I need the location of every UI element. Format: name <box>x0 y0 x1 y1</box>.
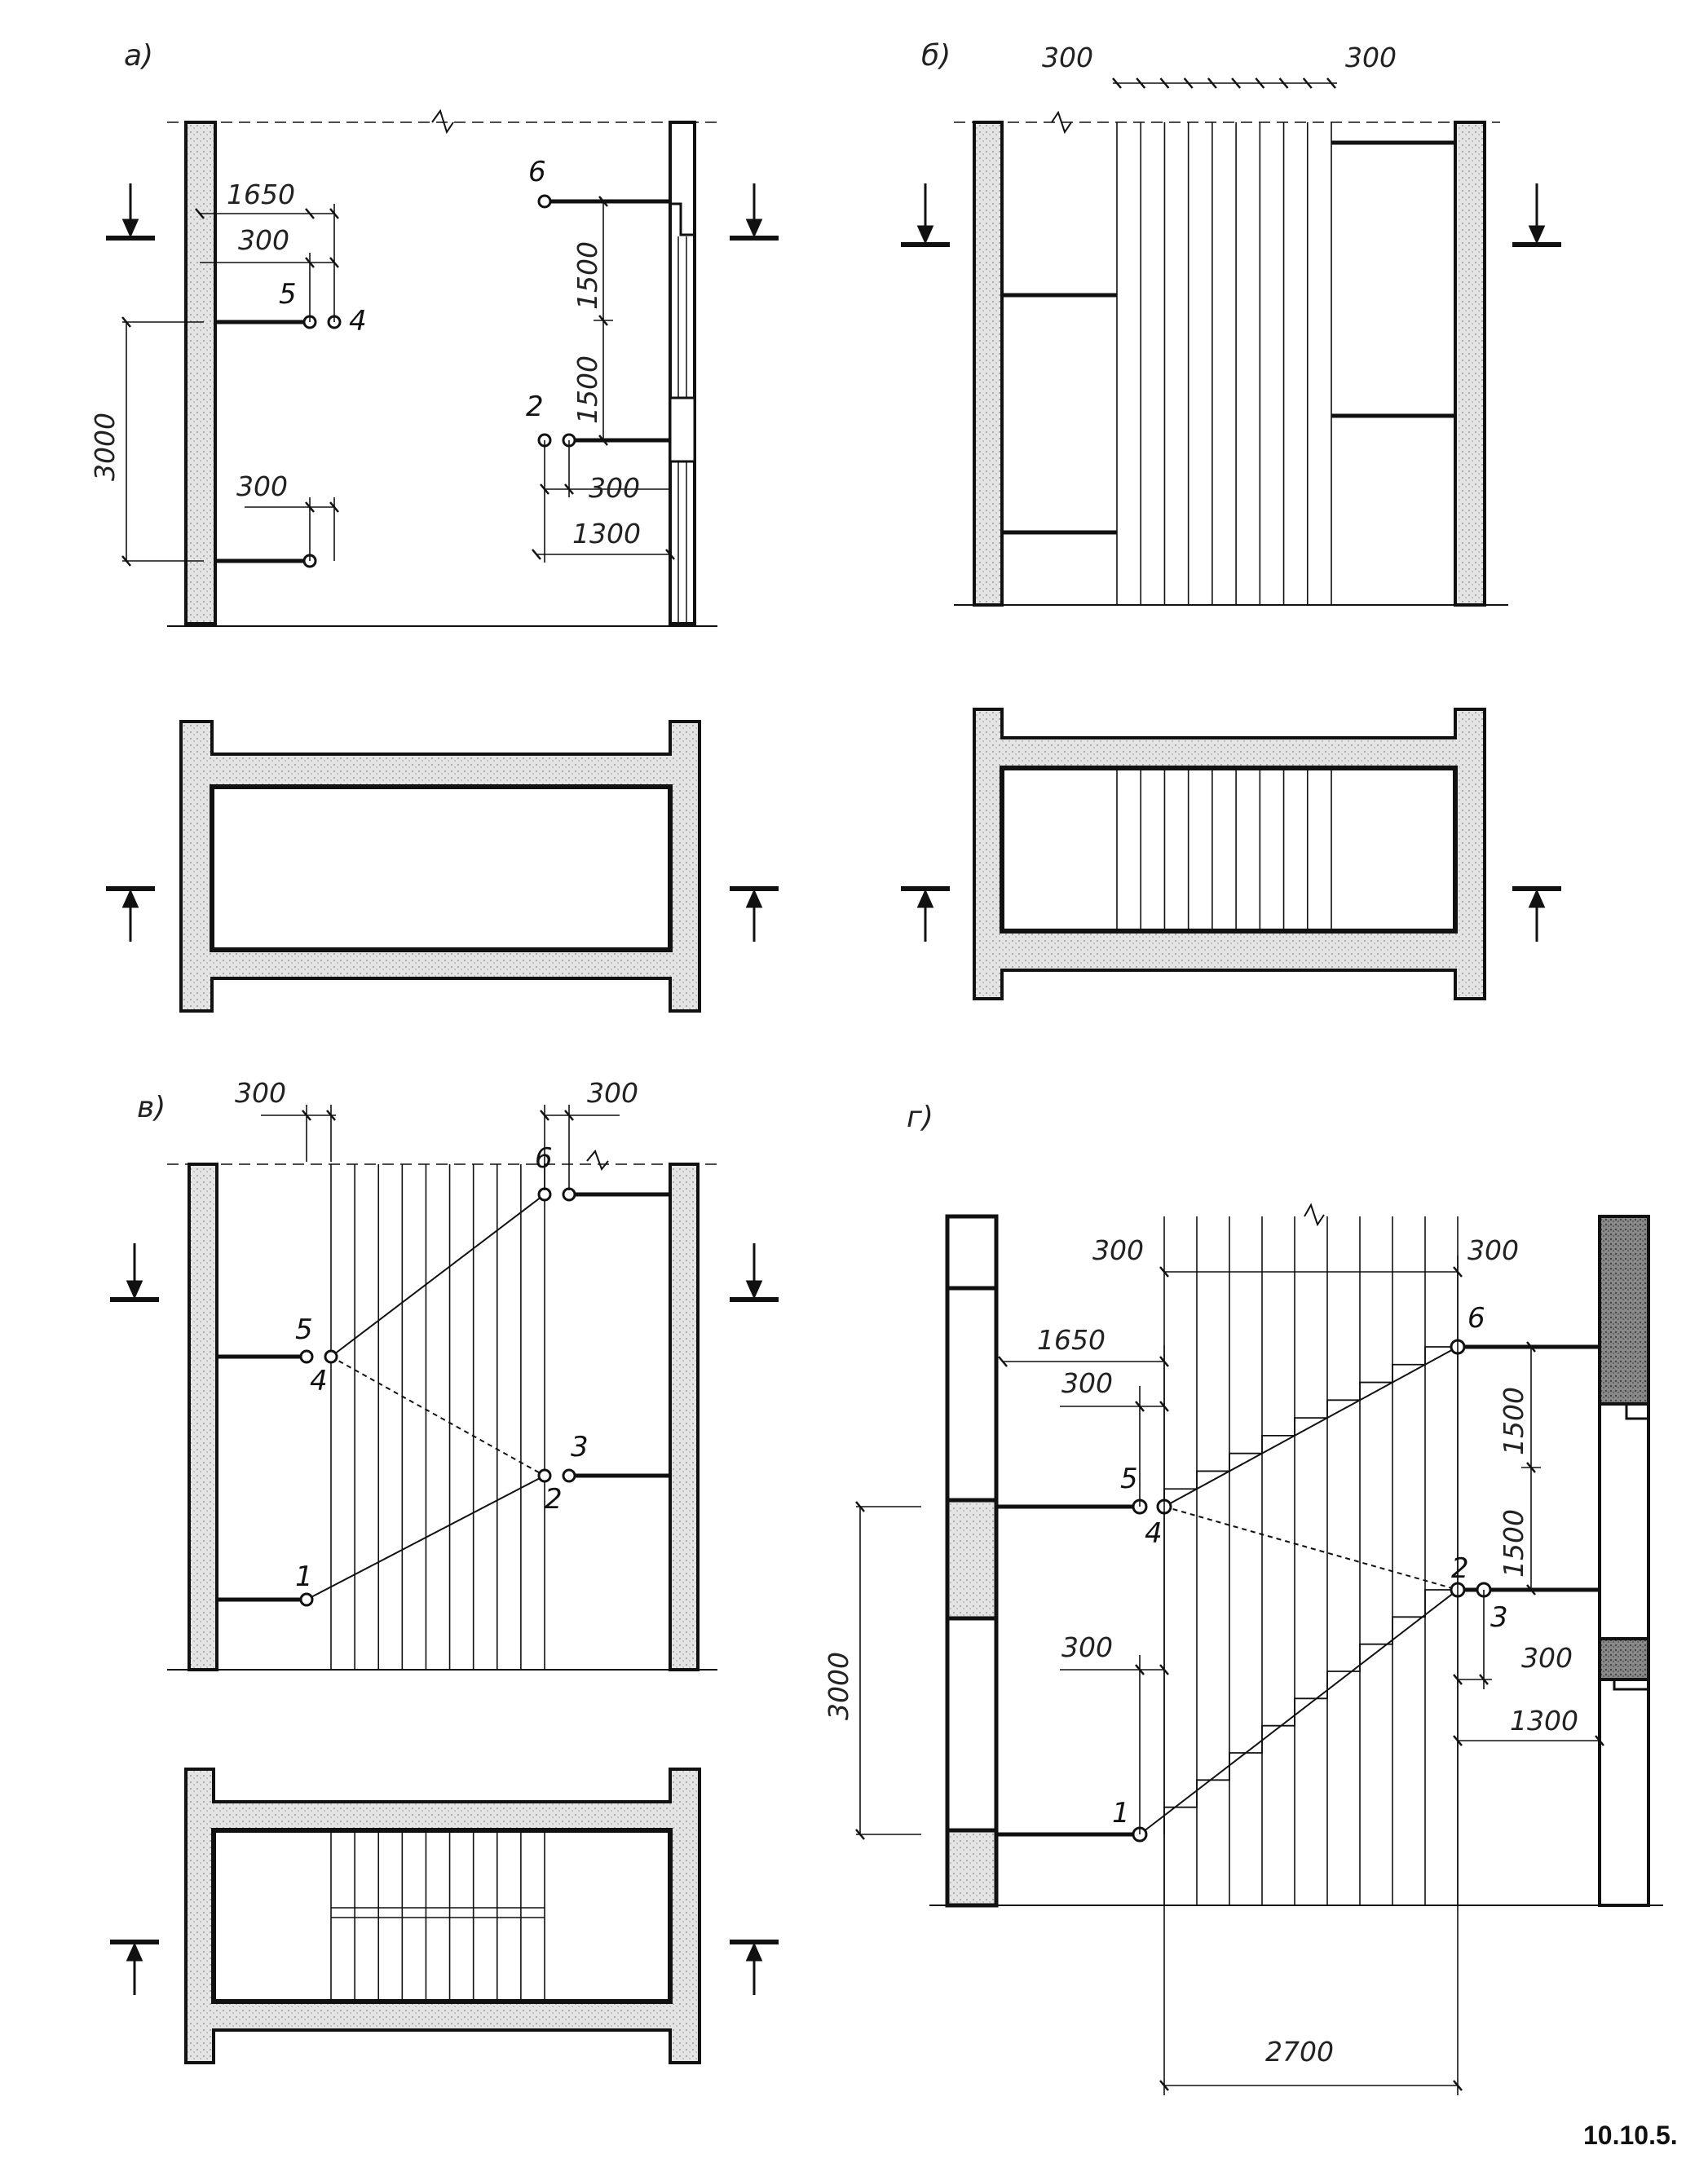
g-label-3: 3 <box>1490 1601 1508 1634</box>
risers-b-plan <box>1116 768 1332 931</box>
panel-v-plan <box>110 1768 779 2064</box>
wall-left <box>184 121 217 625</box>
risers-g <box>1163 1216 1459 1905</box>
panel-a: а) 5 4 6 2 <box>89 39 779 627</box>
v-label-6: 6 <box>535 1142 553 1175</box>
dim-300-right: 300 <box>589 472 640 504</box>
g-label-1: 1 <box>1112 1797 1130 1830</box>
dim-300-g-right-low: 300 <box>1521 1642 1573 1674</box>
dim-300-g-low: 300 <box>1061 1631 1113 1663</box>
dim-1650: 1650 <box>227 179 295 210</box>
label-5: 5 <box>279 278 297 311</box>
panel-b-plan <box>901 708 1561 1000</box>
dim-3000-g: 3000 <box>823 1652 854 1720</box>
step-profile <box>1163 1346 1458 1507</box>
dim-300-v-left: 300 <box>235 1077 286 1109</box>
wall-left-b <box>973 121 1004 607</box>
g-label-6: 6 <box>1467 1302 1485 1335</box>
panel-b: б) 300 300 <box>901 39 1561 607</box>
g-label-4: 4 <box>1145 1517 1163 1550</box>
panel-v: в) 5 4 1 6 3 2 <box>110 1077 779 1671</box>
v-label-1: 1 <box>295 1560 313 1593</box>
v-label-4: 4 <box>310 1365 328 1397</box>
g-label-5: 5 <box>1120 1463 1138 1495</box>
dim-300-low: 300 <box>236 470 288 502</box>
dim-1650-g: 1650 <box>1037 1324 1106 1356</box>
dim-1500-g-lower: 1500 <box>1498 1509 1529 1578</box>
panel-b-label: б) <box>921 39 951 73</box>
stairwell-plan <box>210 784 673 952</box>
panel-a-label: а) <box>124 39 153 73</box>
dim-1300: 1300 <box>572 518 641 550</box>
dim-1300-g: 1300 <box>1510 1705 1578 1737</box>
dim-300-v-right: 300 <box>587 1077 638 1109</box>
risers-v <box>330 1164 545 1670</box>
risers-b <box>1116 122 1332 605</box>
panel-g: г) 5 4 1 6 2 3 <box>823 1101 1663 2095</box>
v-label-5: 5 <box>295 1313 313 1346</box>
g-label-2: 2 <box>1451 1552 1469 1585</box>
dim-1500-g-upper: 1500 <box>1498 1387 1529 1455</box>
label-4: 4 <box>349 305 367 338</box>
dim-300-g-mid: 300 <box>1061 1367 1113 1399</box>
steps-g <box>1163 1346 1458 1834</box>
label-6: 6 <box>528 156 546 188</box>
dim-1500-lower: 1500 <box>572 355 603 424</box>
dim-300-b-right: 300 <box>1345 42 1397 73</box>
v-label-3: 3 <box>571 1431 589 1463</box>
dim-1500-upper: 1500 <box>572 241 603 310</box>
panel-a-plan <box>106 720 779 1013</box>
break-mark <box>431 108 454 135</box>
dim-300-top: 300 <box>238 224 289 256</box>
step-profile <box>1163 1589 1458 1834</box>
panel-v-label: в) <box>137 1091 166 1124</box>
risers-v-plan <box>330 1830 545 2002</box>
wall-right <box>669 121 696 625</box>
dim-3000: 3000 <box>89 413 121 481</box>
dim-300-b-left: 300 <box>1042 42 1093 73</box>
dim-300-g-left: 300 <box>1092 1234 1144 1266</box>
beam-section <box>669 396 696 463</box>
dim-2700-g: 2700 <box>1265 2036 1334 2068</box>
dim-300-g-right: 300 <box>1467 1234 1519 1266</box>
v-label-2: 2 <box>545 1483 563 1516</box>
label-2: 2 <box>526 391 544 423</box>
figure-id: 10.10.5. <box>1583 2121 1678 2150</box>
wall-right-b <box>1454 121 1486 607</box>
panel-g-label: г) <box>907 1101 933 1134</box>
point-6 <box>537 194 552 209</box>
